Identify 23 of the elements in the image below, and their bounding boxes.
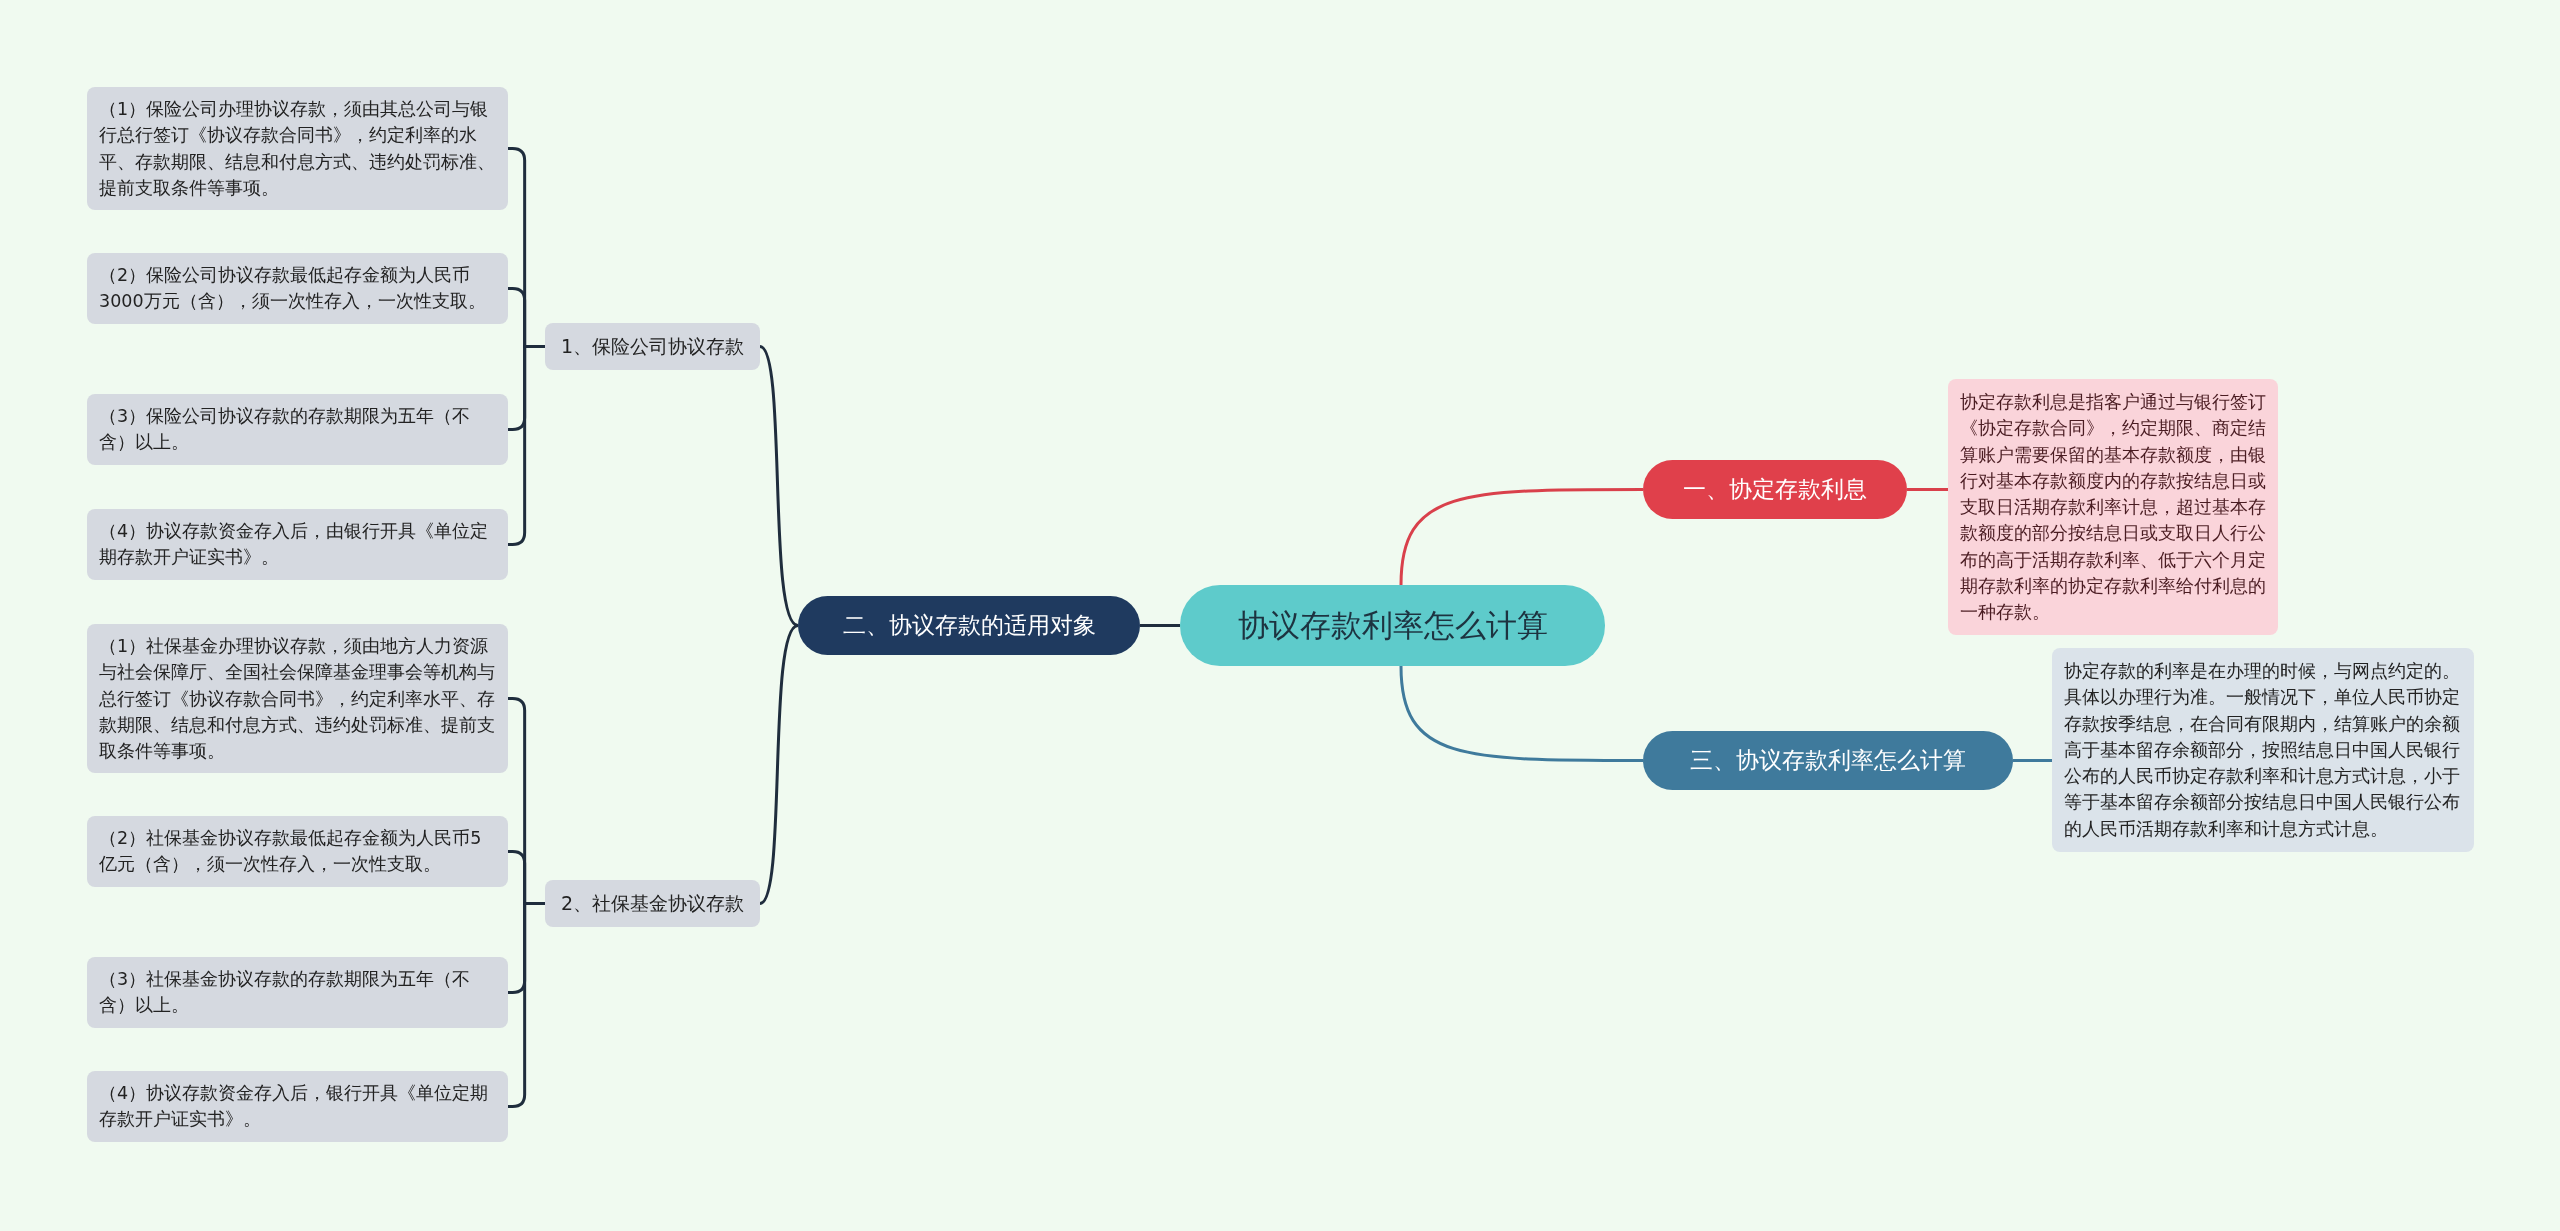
- subtopic-box: 1、保险公司协议存款: [545, 323, 760, 370]
- item-box: （4）协议存款资金存入后，由银行开具《单位定期存款开户证实书》。: [87, 509, 508, 580]
- subtopic-box: 2、社保基金协议存款: [545, 880, 760, 927]
- item-box: （2）社保基金协议存款最低起存金额为人民币5亿元（含），须一次性存入，一次性支取。: [87, 816, 508, 887]
- item-box: （1）社保基金办理协议存款，须由地方人力资源与社会保障厅、全国社会保障基金理事会等机构与总行签订《协议存款合同书》，约定利率水平、存款期限、结息和付息方式、违约处罚标准、提前支取条件等事项。: [87, 624, 508, 774]
- branch-topic: 二、协议存款的适用对象: [798, 596, 1140, 655]
- item-box: （2）保险公司协议存款最低起存金额为人民币3000万元（含），须一次性存入，一次性支取。: [87, 253, 508, 324]
- central-topic: 协议存款利率怎么计算: [1180, 585, 1605, 666]
- branch-topic: 三、协议存款利率怎么计算: [1643, 731, 2013, 790]
- item-box: （1）保险公司办理协议存款，须由其总公司与银行总行签订《协议存款合同书》，约定利率的水平、存款期限、结息和付息方式、违约处罚标准、提前支取条件等事项。: [87, 87, 508, 210]
- note-box: 协定存款利息是指客户通过与银行签订《协定存款合同》，约定期限、商定结算账户需要保留的基本存款额度，由银行对基本存款额度内的存款按结息日或支取日活期存款利率计息，超过基本存款额度的部分按结息日或支取日人行公布的高于活期存款利率、低于六个月定期存款利率的协定存款利率给付利息的一种存款。: [1948, 379, 2278, 636]
- connector-line: [1399, 665, 1643, 762]
- connector-line: [758, 345, 799, 627]
- note-box: 协定存款的利率是在办理的时候，与网点约定的。具体以办理行为准。一般情况下，单位人民币协定存款按季结息，在合同有限期内，结算账户的余额高于基本留存余额部分，按照结息日中国人民银行公布的人民币协定存款利率和计息方式计息，小于等于基本留存余额部分按结息日中国人民银行公布的人民币活期存款利率和计息方式计息。: [2052, 648, 2474, 852]
- connector-line: [758, 624, 799, 905]
- item-box: （4）协议存款资金存入后，银行开具《单位定期存款开户证实书》。: [87, 1071, 508, 1142]
- connector-line: [2013, 759, 2052, 762]
- connector-line: [1140, 624, 1180, 627]
- item-box: （3）社保基金协议存款的存款期限为五年（不含）以上。: [87, 957, 508, 1028]
- item-box: （3）保险公司协议存款的存款期限为五年（不含）以上。: [87, 394, 508, 465]
- connector-line: [1907, 488, 1948, 491]
- branch-topic: 一、协定存款利息: [1643, 460, 1907, 519]
- connector-line: [1399, 488, 1643, 586]
